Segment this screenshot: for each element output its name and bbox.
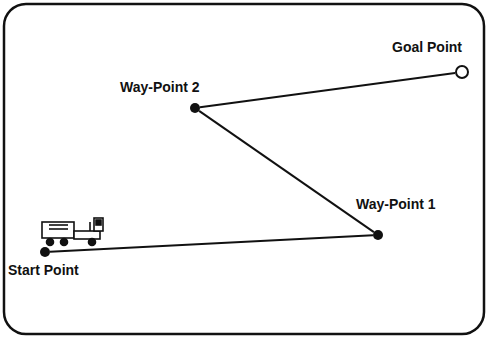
truck-window	[96, 220, 101, 225]
start-point-marker: Start Point	[40, 247, 50, 257]
truck-trailer	[42, 222, 74, 238]
point-label: Start Point	[8, 262, 79, 278]
waypoint-marker: Way-Point 2	[190, 103, 200, 113]
truck-bed	[74, 231, 100, 239]
point-label: Way-Point 1	[356, 196, 436, 212]
frame-outline	[4, 4, 484, 334]
truck-cab	[94, 218, 103, 231]
path-segment	[199, 111, 374, 232]
truck-wheel	[47, 239, 54, 246]
waypoint-marker: Way-Point 1	[373, 230, 383, 240]
truck-detail	[49, 224, 68, 226]
point-label: Way-Point 2	[120, 79, 200, 95]
truck-icon	[42, 218, 103, 246]
goal-point-marker: Goal Point	[455, 65, 469, 79]
path-segment	[200, 73, 455, 107]
truck-wheel	[61, 239, 68, 246]
point-label: Goal Point	[392, 39, 462, 55]
truck-stack	[89, 222, 91, 231]
truck-detail	[49, 228, 68, 230]
truck-wheel	[89, 239, 96, 246]
